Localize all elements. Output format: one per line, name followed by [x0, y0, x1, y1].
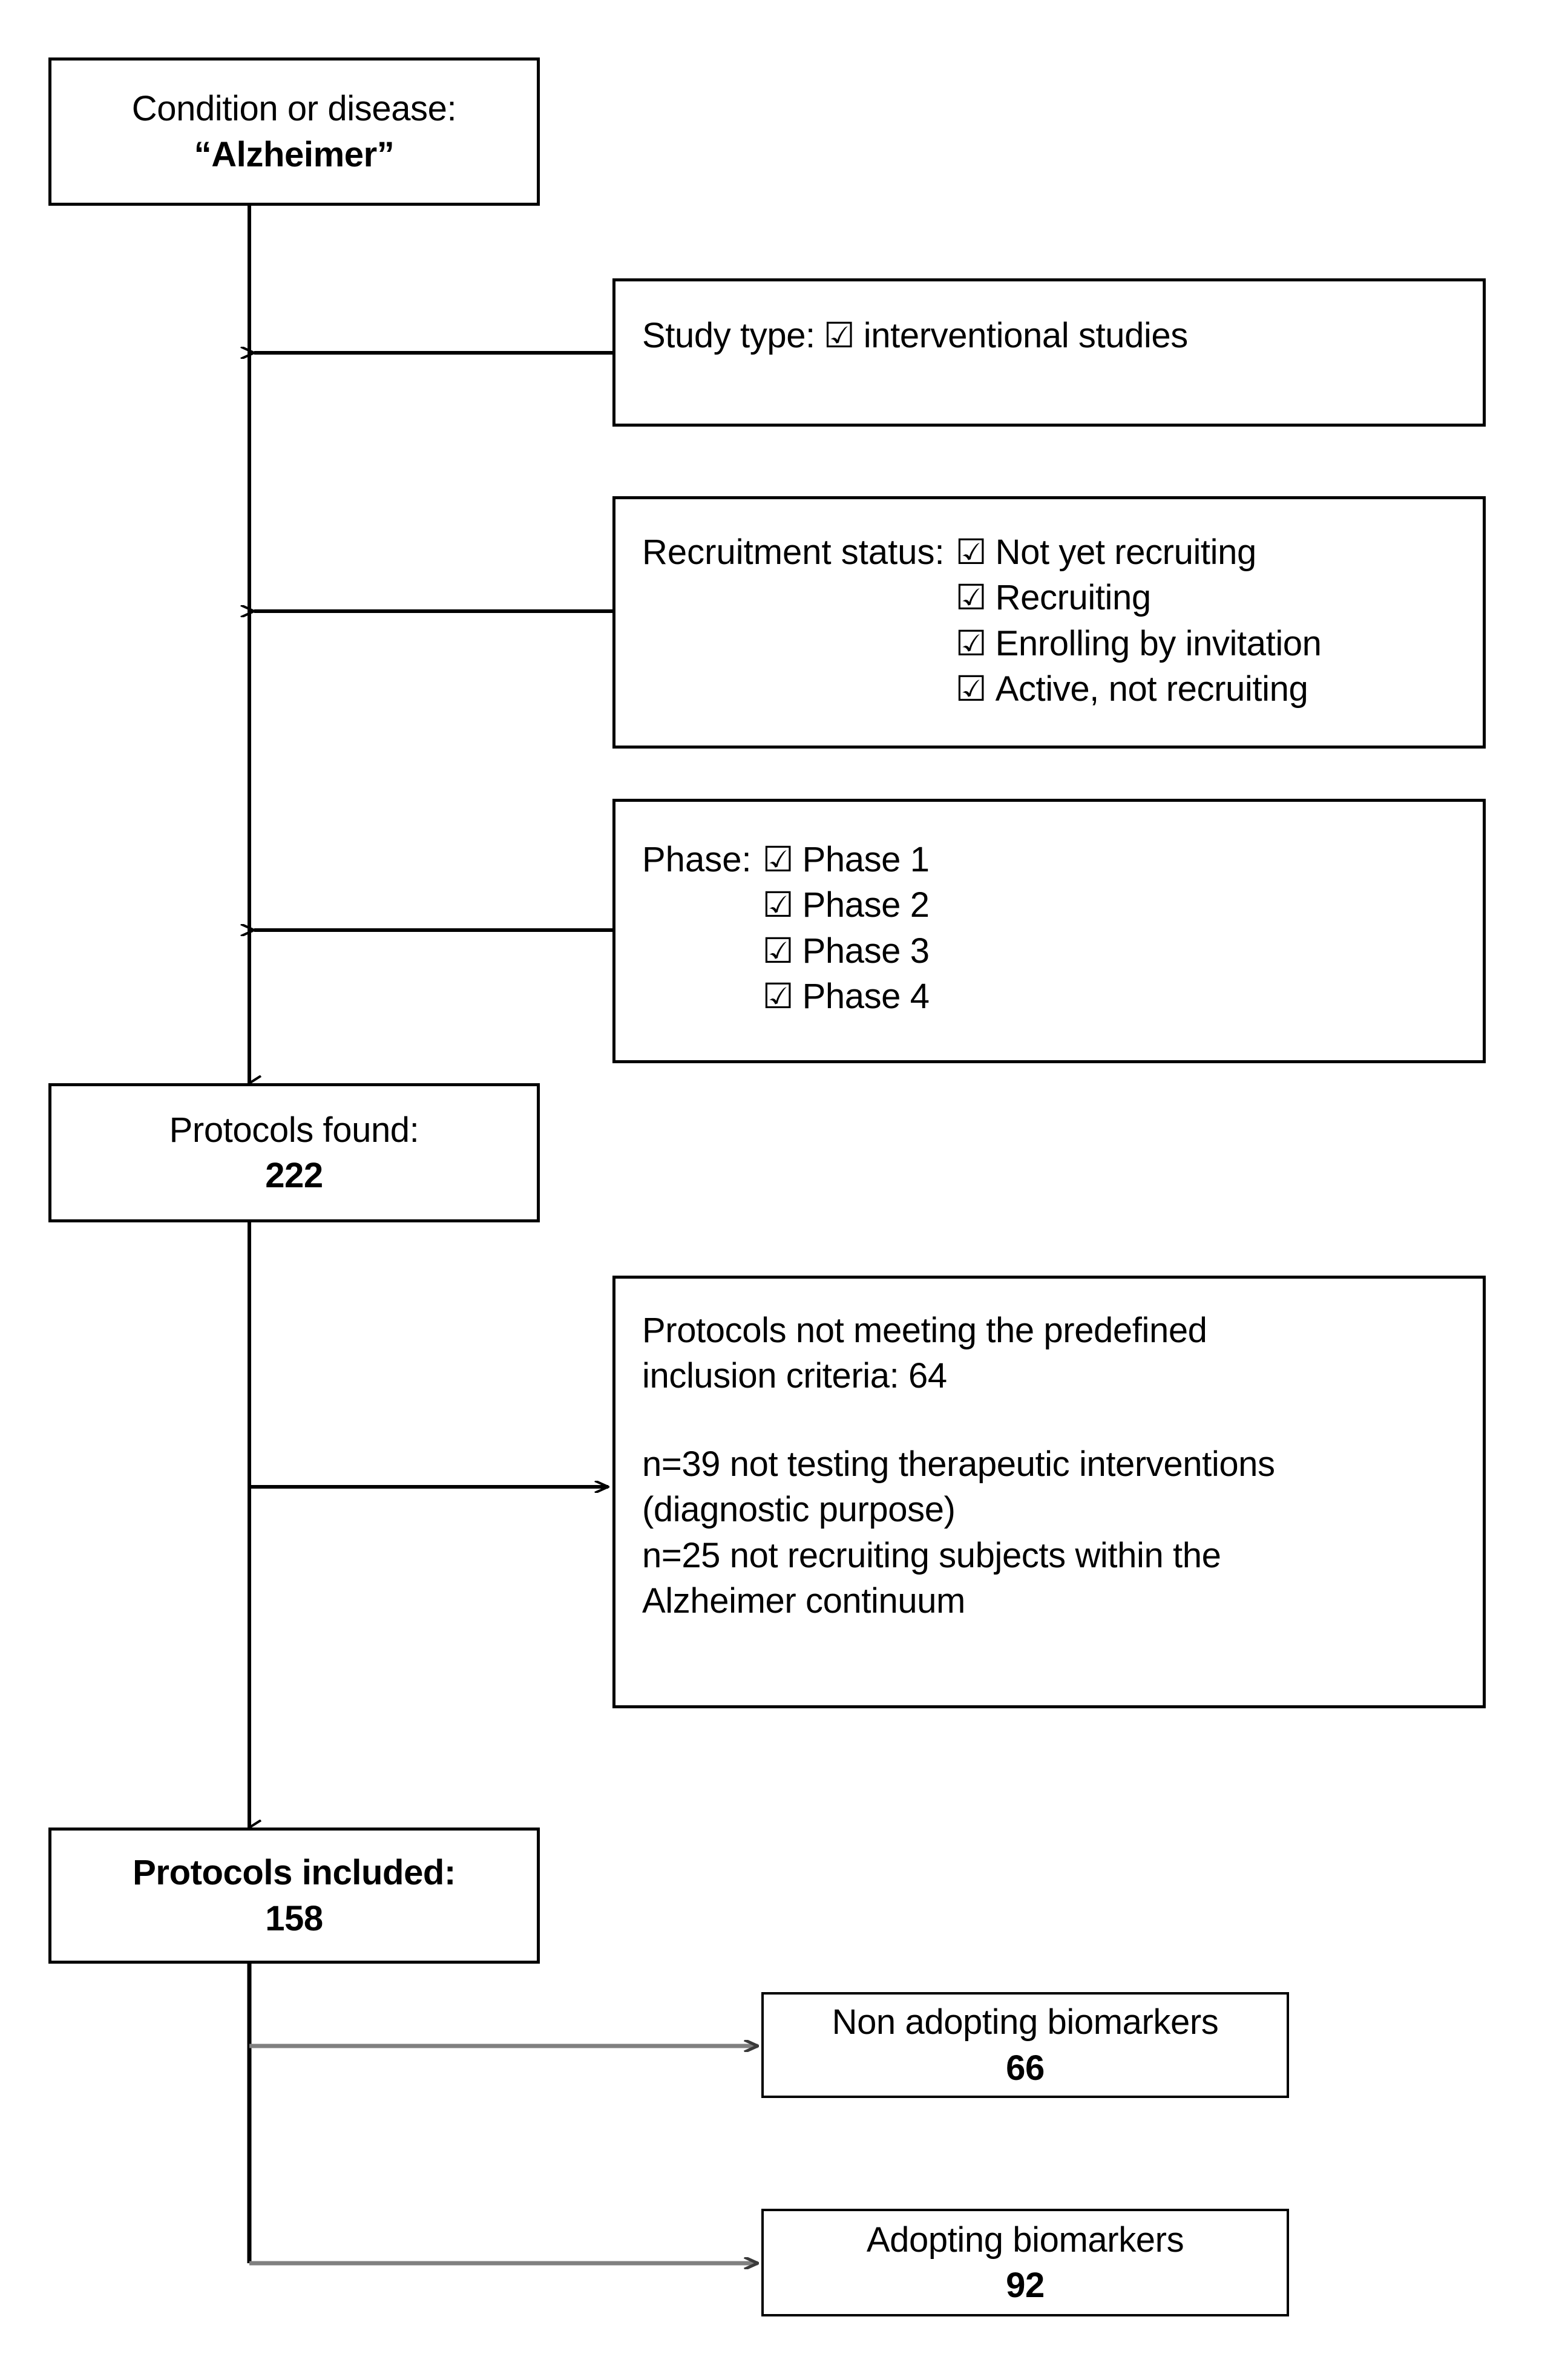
- checkbox-checked-icon: ☑: [955, 623, 987, 663]
- node-protocols-included: Protocols included: 158: [48, 1828, 540, 1964]
- exclusions-line-1: Protocols not meeting the predefined: [642, 1311, 1207, 1350]
- exclusions-line-2: inclusion criteria: 64: [642, 1356, 947, 1396]
- recruitment-status-row-0: ☑ Not yet recruiting: [956, 529, 1322, 575]
- checkbox-checked-icon: ☑: [823, 316, 855, 355]
- study-type-option-0: interventional studies: [863, 316, 1188, 355]
- recruitment-status-row-1: ☑ Recruiting: [956, 575, 1322, 620]
- checkbox-checked-icon: ☑: [762, 840, 794, 879]
- checkbox-checked-icon: ☑: [762, 977, 794, 1017]
- node-exclusions: Protocols not meeting the predefined inc…: [612, 1276, 1486, 1708]
- study-type-row: Study type: ☑ interventional studies: [615, 313, 1188, 358]
- node-filter-recruitment-status: Recruitment status: ☑ Not yet recruiting…: [612, 496, 1486, 749]
- protocols-included-label: Protocols included:: [133, 1853, 456, 1893]
- phase-option-0: Phase 1: [802, 840, 930, 879]
- checkbox-checked-icon: ☑: [955, 578, 987, 618]
- phase-row-0: ☑ Phase 1: [763, 837, 930, 882]
- phase-option-1: Phase 2: [802, 885, 930, 925]
- protocols-included-count: 158: [265, 1898, 323, 1938]
- node-filter-study-type: Study type: ☑ interventional studies: [612, 278, 1486, 427]
- checkbox-checked-icon: ☑: [762, 931, 794, 971]
- non-adopting-biomarkers-count: 66: [1006, 2048, 1045, 2088]
- search-query-line-2: “Alzheimer”: [194, 134, 395, 174]
- exclusions-line-5: n=25 not recruiting subjects within the: [642, 1535, 1221, 1575]
- recruitment-status-option-0: Not yet recruiting: [995, 533, 1257, 572]
- non-adopting-biomarkers-label: Non adopting biomarkers: [832, 2002, 1219, 2042]
- protocols-found-label: Protocols found:: [169, 1110, 419, 1150]
- phase-option-2: Phase 3: [802, 931, 930, 971]
- node-search-query: Condition or disease: “Alzheimer”: [48, 57, 540, 206]
- protocols-found-count: 222: [265, 1156, 323, 1195]
- recruitment-status-row-3: ☑ Active, not recruiting: [956, 666, 1322, 712]
- adopting-biomarkers-count: 92: [1006, 2266, 1045, 2305]
- study-type-label: Study type:: [642, 316, 815, 355]
- recruitment-status-row-2: ☑ Enrolling by invitation: [956, 621, 1322, 666]
- search-query-line-1: Condition or disease:: [131, 89, 457, 129]
- checkbox-checked-icon: ☑: [955, 669, 987, 709]
- node-adopting-biomarkers: Adopting biomarkers 92: [761, 2209, 1289, 2316]
- phase-row-2: ☑ Phase 3: [763, 928, 930, 974]
- checkbox-checked-icon: ☑: [762, 885, 794, 925]
- node-protocols-found: Protocols found: 222: [48, 1083, 540, 1222]
- phase-options: ☑ Phase 1 ☑ Phase 2 ☑ Phase 3 ☑ Phase 4: [763, 837, 930, 1020]
- phase-row-3: ☑ Phase 4: [763, 974, 930, 1019]
- recruitment-status-option-1: Recruiting: [995, 578, 1152, 618]
- checkbox-checked-icon: ☑: [955, 533, 987, 572]
- phase-label: Phase:: [642, 840, 752, 879]
- phase-option-3: Phase 4: [802, 977, 930, 1017]
- node-filter-phase: Phase: ☑ Phase 1 ☑ Phase 2 ☑ Phase 3 ☑ P…: [612, 799, 1486, 1063]
- node-non-adopting-biomarkers: Non adopting biomarkers 66: [761, 1992, 1289, 2098]
- recruitment-status-group: Recruitment status: ☑ Not yet recruiting…: [615, 529, 1322, 712]
- adopting-biomarkers-label: Adopting biomarkers: [866, 2220, 1184, 2260]
- phase-group: Phase: ☑ Phase 1 ☑ Phase 2 ☑ Phase 3 ☑ P…: [615, 837, 930, 1020]
- exclusions-line-4: (diagnostic purpose): [642, 1490, 956, 1530]
- recruitment-status-options: ☑ Not yet recruiting ☑ Recruiting ☑ Enro…: [956, 529, 1322, 712]
- recruitment-status-option-2: Enrolling by invitation: [995, 623, 1322, 663]
- recruitment-status-option-3: Active, not recruiting: [995, 669, 1308, 709]
- exclusions-line-6: Alzheimer continuum: [642, 1581, 965, 1621]
- recruitment-status-label: Recruitment status:: [642, 533, 945, 572]
- exclusions-line-3: n=39 not testing therapeutic interventio…: [642, 1444, 1275, 1484]
- phase-row-1: ☑ Phase 2: [763, 882, 930, 928]
